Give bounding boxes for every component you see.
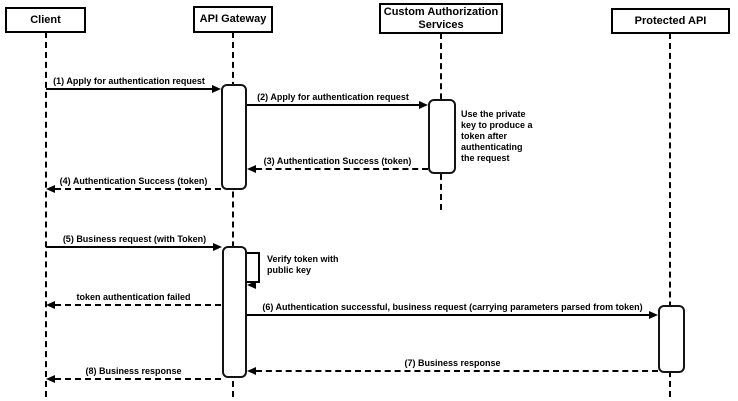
message-1-label: (1) Apply for authentication request — [53, 76, 205, 86]
actor-client-label: Client — [30, 13, 61, 26]
actor-custom-auth-label: Custom Authorization Services — [383, 5, 499, 31]
message-8-label: (8) Business response — [85, 366, 182, 376]
message-7-line — [256, 370, 658, 372]
message-3-line — [256, 168, 428, 170]
message-4-label: (4) Authentication Success (token) — [59, 176, 208, 186]
message-5-label: (5) Business request (with Token) — [62, 234, 207, 244]
message-6-label: (6) Authentication successful, business … — [262, 302, 643, 312]
lifeline-protected-api — [669, 33, 671, 397]
actor-protected-api: Protected API — [611, 8, 730, 34]
activation-custom-auth — [428, 99, 456, 174]
message-fail-line — [55, 304, 221, 306]
message-1-line — [46, 88, 212, 90]
message-2-label: (2) Apply for authentication request — [257, 92, 409, 102]
actor-custom-auth: Custom Authorization Services — [379, 3, 503, 34]
message-6-arrowhead-icon — [649, 311, 658, 319]
message-7-label: (7) Business response — [404, 358, 501, 368]
message-4-arrowhead-icon — [46, 185, 55, 193]
actor-client: Client — [5, 7, 86, 33]
self-message-arrowhead-icon — [247, 281, 256, 289]
message-6-line — [247, 314, 649, 316]
actor-api-gateway: API Gateway — [193, 6, 273, 33]
activation-protected-api — [658, 305, 685, 373]
message-5-arrowhead-icon — [213, 243, 222, 251]
self-message-label: Verify token with public key — [267, 254, 339, 275]
message-7-arrowhead-icon — [247, 367, 256, 375]
message-3-arrowhead-icon — [247, 165, 256, 173]
message-8-arrowhead-icon — [46, 375, 55, 383]
message-fail-arrowhead-icon — [46, 301, 55, 309]
message-4-line — [55, 188, 221, 190]
lifeline-client — [45, 32, 47, 397]
actor-protected-api-label: Protected API — [634, 14, 707, 27]
message-fail-label: token authentication failed — [76, 292, 191, 302]
activation-api-gateway-2 — [222, 246, 247, 378]
message-3-label: (3) Authentication Success (token) — [263, 156, 412, 166]
message-8-line — [55, 378, 221, 380]
message-2-line — [247, 104, 419, 106]
lifeline-api-gateway — [232, 32, 234, 397]
actor-api-gateway-label: API Gateway — [199, 13, 267, 25]
message-1-arrowhead-icon — [212, 85, 221, 93]
self-message-loop — [247, 252, 260, 283]
activation-api-gateway-1 — [221, 84, 247, 190]
note-private-key: Use the private key to produce a token a… — [461, 109, 533, 163]
message-2-arrowhead-icon — [419, 101, 428, 109]
message-5-line — [46, 246, 213, 248]
